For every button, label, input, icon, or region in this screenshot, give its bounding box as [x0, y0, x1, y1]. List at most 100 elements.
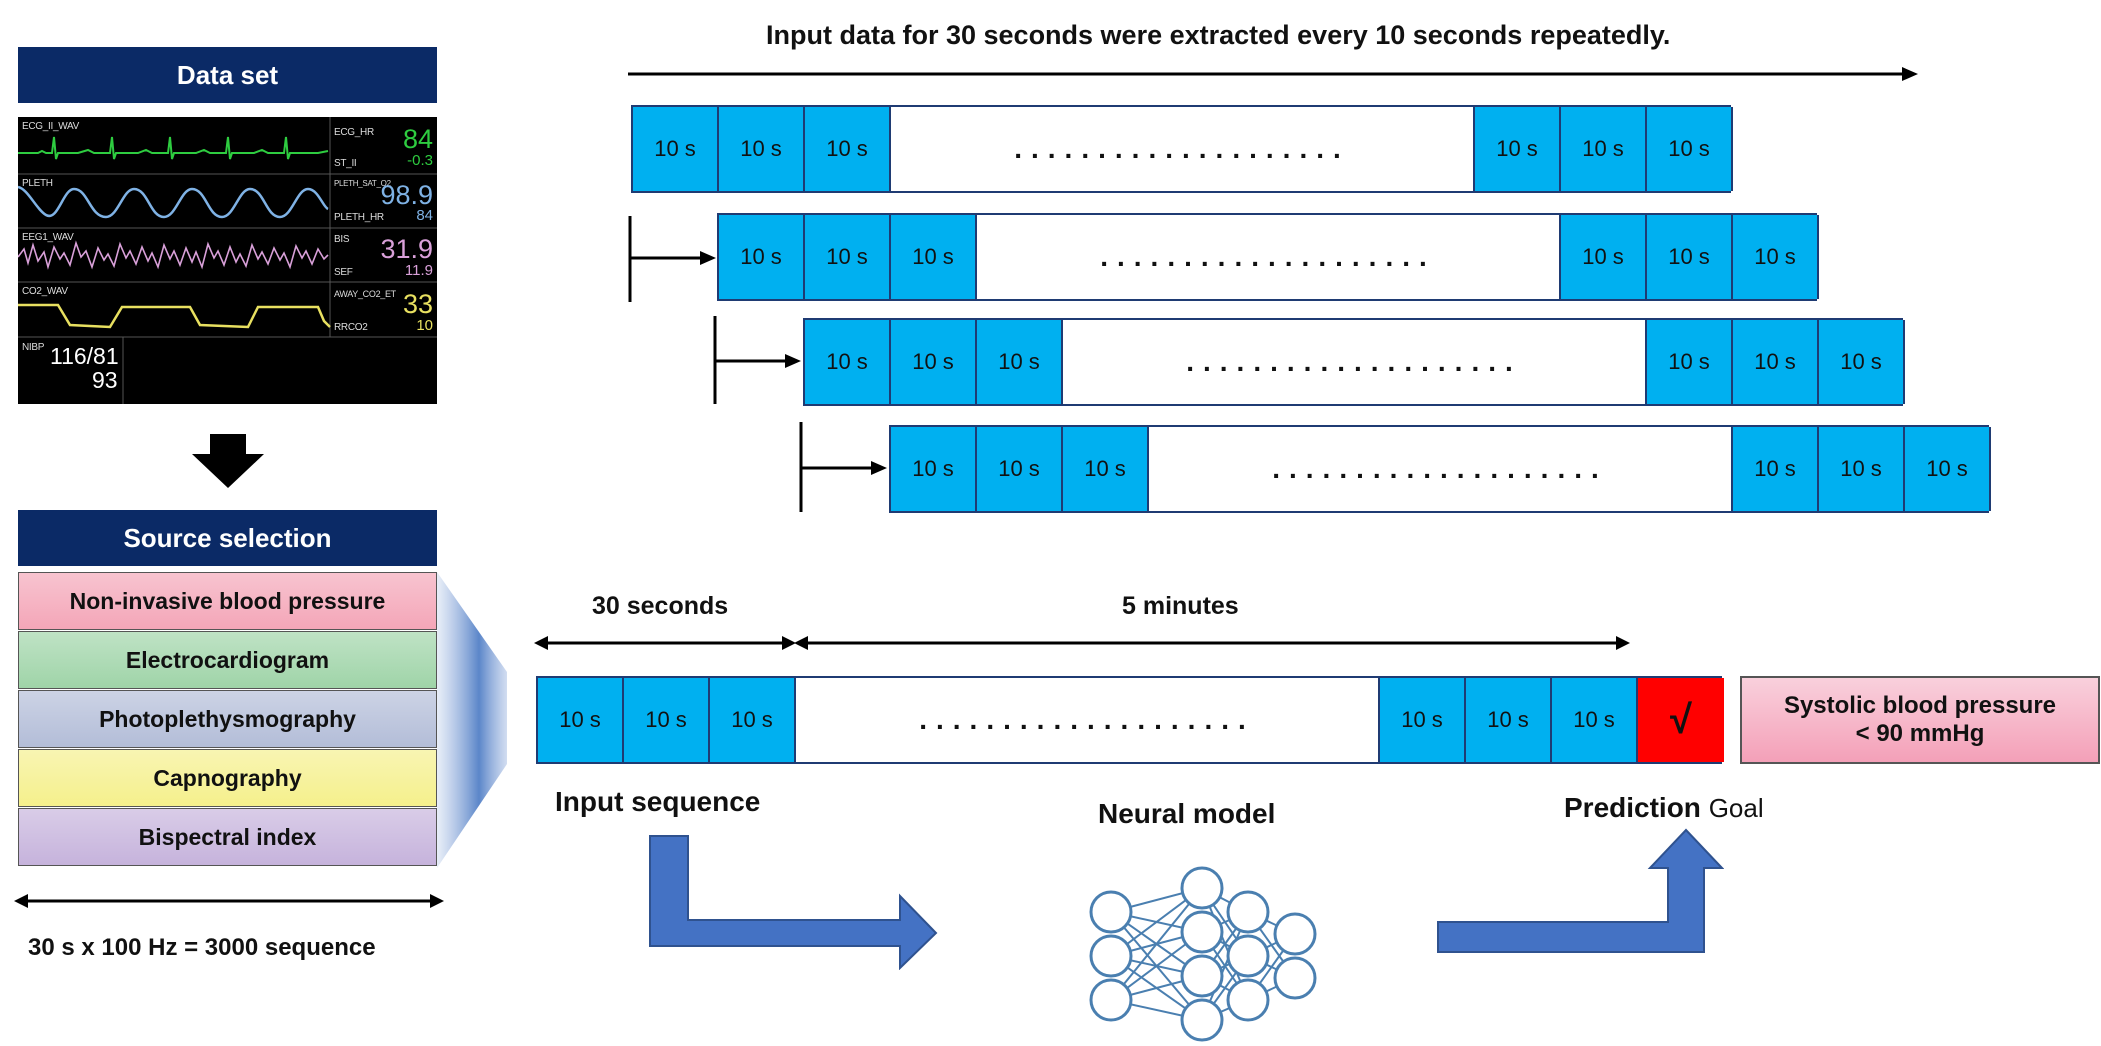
segment-10s: 10 s: [633, 107, 719, 191]
network-node: [1180, 866, 1224, 910]
pleth-label: PLETH: [22, 178, 53, 189]
nibp-label: NIBP: [22, 342, 45, 353]
segment-10s: 10 s: [710, 678, 796, 762]
segment-10s: 10 s: [977, 320, 1063, 404]
prediction-text: Prediction: [1564, 792, 1701, 823]
label-30-seconds: 30 seconds: [592, 592, 729, 620]
ellipsis-dots: ....................: [1063, 320, 1647, 404]
ecg-wave-label: ECG_II_WAV: [22, 121, 80, 132]
goal-line-1: Systolic blood pressure: [1783, 692, 2057, 719]
source-item: Photoplethysmography: [18, 690, 437, 748]
rrco2-label: RRCO2: [334, 322, 368, 333]
dataset-title: Data set: [176, 59, 279, 90]
co2-label: CO2_WAV: [22, 286, 68, 297]
source-item: Bispectral index: [18, 808, 437, 866]
segment-10s: 10 s: [1733, 215, 1819, 299]
segment-10s: 10 s: [1647, 215, 1733, 299]
output-flow-arrow: [1437, 828, 1724, 953]
eeg-label: EEG1_WAV: [22, 232, 74, 243]
network-node: [1089, 978, 1133, 1022]
segment-10s: 10 s: [977, 427, 1063, 511]
network-node: [1089, 934, 1133, 978]
segment-10s: 10 s: [805, 107, 891, 191]
st-value: -0.3: [407, 152, 433, 169]
source-item-label: Non-invasive blood pressure: [69, 587, 386, 614]
ellipsis-dots: ....................: [891, 107, 1475, 191]
source-item-label: Capnography: [153, 764, 302, 791]
sef-value: 11.9: [404, 262, 433, 279]
segment-10s: 10 s: [1905, 427, 1991, 511]
network-node: [1180, 954, 1224, 998]
goal-line-2: < 90 mmHg: [1855, 720, 1985, 747]
rrco2-value: 10: [416, 317, 433, 334]
network-node: [1180, 998, 1224, 1042]
shift-arrow-2: [713, 316, 801, 404]
source-item: Capnography: [18, 749, 437, 807]
ecg-hr-label: ECG_HR: [334, 127, 374, 138]
down-arrow-icon: [192, 434, 264, 488]
segment-10s: 10 s: [891, 215, 977, 299]
pleth-sat-value: 98.9: [380, 180, 433, 210]
source-selection-title: Source selection: [123, 522, 332, 553]
nibp-mean: 93: [92, 367, 118, 393]
segment-10s: 10 s: [1647, 107, 1733, 191]
goal-text: Goal: [1708, 793, 1764, 823]
top-caption: Input data for 30 seconds were extracted…: [766, 20, 1671, 50]
segment-10s: 10 s: [1733, 320, 1819, 404]
patient-monitor: ECG_II_WAV ECG_HR 84 ST_II -0.3 PLETH PL…: [18, 117, 437, 404]
co2-waveform: [18, 303, 331, 329]
segment-10s: 10 s: [1475, 107, 1561, 191]
source-item: Non-invasive blood pressure: [18, 572, 437, 630]
segment-10s: 10 s: [1819, 320, 1905, 404]
source-funnel: [437, 572, 507, 868]
segment-10s: 10 s: [1819, 427, 1905, 511]
ecg-waveform: [18, 136, 329, 160]
shift-arrow-3: [799, 422, 887, 512]
goal-box: Systolic blood pressure < 90 mmHg: [1740, 676, 2100, 764]
segment-10s: 10 s: [891, 427, 977, 511]
segment-10s: 10 s: [1466, 678, 1552, 762]
network-node: [1089, 890, 1133, 934]
segment-10s: 10 s: [1561, 215, 1647, 299]
bis-value: 31.9: [380, 234, 433, 264]
input-sequence-label: Input sequence: [555, 786, 761, 817]
segment-10s: 10 s: [805, 320, 891, 404]
network-edge: [1110, 887, 1203, 1001]
sef-label: SEF: [334, 267, 353, 278]
ellipsis-dots: ....................: [796, 678, 1380, 762]
segment-10s: 10 s: [1647, 320, 1733, 404]
sequence-length-arrow: [14, 894, 444, 908]
segment-10s: 10 s: [1552, 678, 1638, 762]
input-flow-arrow: [649, 835, 938, 970]
co2-et-value: 33: [402, 289, 433, 319]
neural-network-icon: [1089, 866, 1317, 1042]
monitor-waveforms: [18, 117, 437, 404]
segment-10s: 10 s: [719, 107, 805, 191]
source-item-label: Electrocardiogram: [125, 646, 330, 673]
check-mark-icon: √: [1638, 678, 1724, 762]
ecg-hr-value: 84: [402, 124, 433, 154]
st-label: ST_II: [334, 158, 357, 169]
co2-et-label: AWAY_CO2_ET: [334, 289, 396, 299]
ellipsis-dots: ....................: [977, 215, 1561, 299]
sequence-formula: 30 s x 100 Hz = 3000 sequence: [28, 934, 376, 961]
nibp-value: 116/81: [50, 343, 119, 369]
network-node: [1273, 912, 1317, 956]
label-5-minutes: 5 minutes: [1122, 592, 1239, 620]
source-item-label: Bispectral index: [138, 823, 317, 850]
segment-10s: 10 s: [891, 320, 977, 404]
pleth-hr-value: 84: [416, 207, 433, 224]
source-selection-header: Source selection: [18, 510, 437, 566]
bis-label: BIS: [334, 234, 350, 245]
network-node: [1180, 910, 1224, 954]
pleth-hr-label: PLETH_HR: [334, 212, 384, 223]
segment-10s: 10 s: [805, 215, 891, 299]
segment-10s: 10 s: [1733, 427, 1819, 511]
timeline-arrows: [534, 636, 1630, 650]
segment-10s: 10 s: [1063, 427, 1149, 511]
source-item: Electrocardiogram: [18, 631, 437, 689]
